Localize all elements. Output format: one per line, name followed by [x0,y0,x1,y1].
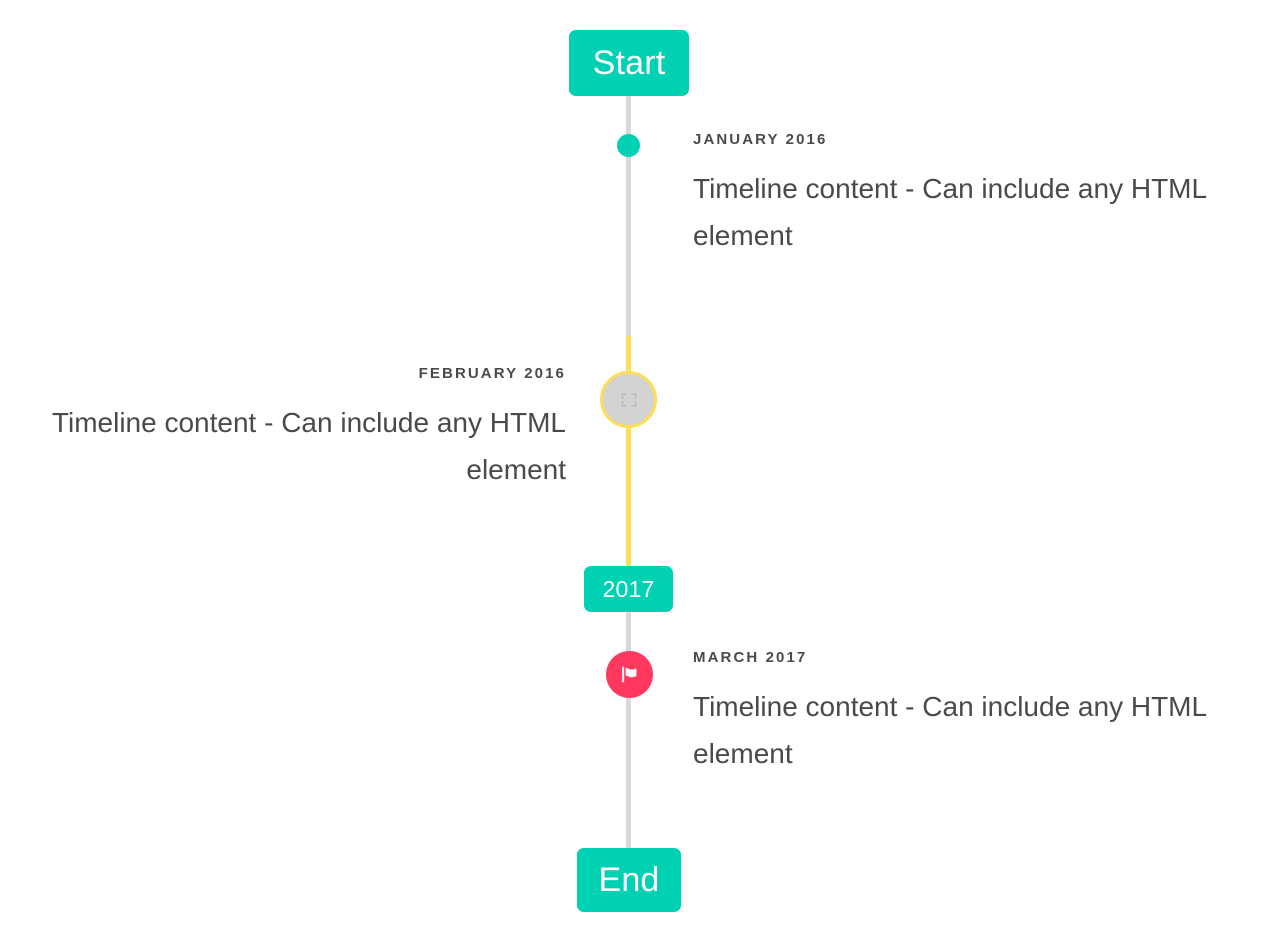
timeline-start-badge[interactable]: Start [569,30,689,96]
timeline-rail-segment-top [626,88,631,338]
timeline-item-body: Timeline content - Can include any HTML … [693,690,1207,770]
timeline-item-february-2016: FEBRUARY 2016 Timeline content - Can inc… [20,365,566,494]
timeline-year-divider-badge[interactable]: 2017 [584,566,673,612]
broken-image-icon [621,392,636,407]
timeline-item-march-2017: MARCH 2017 Timeline content - Can includ… [693,649,1233,778]
timeline-end-badge[interactable]: End [577,848,681,912]
timeline-rail-segment-yellow-upper [626,336,631,376]
timeline-item-heading: FEBRUARY 2016 [418,365,566,382]
timeline-item-january-2016: JANUARY 2016 Timeline content - Can incl… [693,131,1233,260]
timeline-marker-broken-image-icon[interactable] [600,371,657,428]
timeline-rail-segment-yellow-lower [626,424,631,566]
timeline-item-heading: MARCH 2017 [693,649,808,666]
timeline-item-body: Timeline content - Can include any HTML … [693,172,1207,252]
timeline-item-body: Timeline content - Can include any HTML … [51,406,566,486]
timeline-item-heading: JANUARY 2016 [693,131,828,148]
flag-icon [622,666,637,683]
timeline-rail-segment-bottom [626,612,631,852]
timeline-marker-flag-icon[interactable] [606,651,653,698]
timeline-marker-dot-icon[interactable] [617,134,640,157]
